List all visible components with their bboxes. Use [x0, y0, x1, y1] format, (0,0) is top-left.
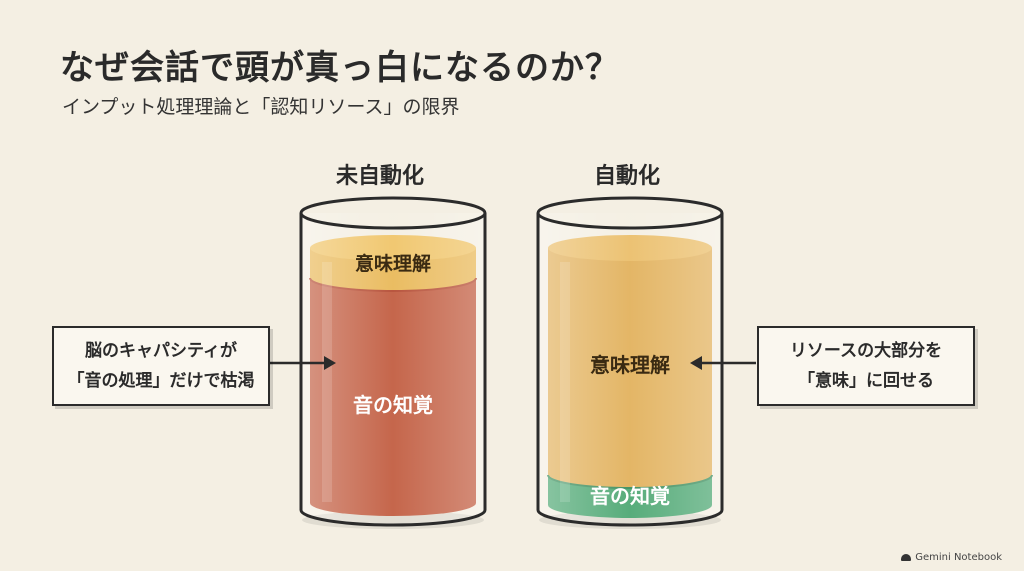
left-glass-rim: [299, 196, 487, 230]
right-top-layer-label: 意味理解: [590, 353, 670, 377]
right-bottom-layer-label: 音の知覚: [590, 484, 670, 508]
right-cylinder: [536, 196, 724, 529]
left-top-layer-label: 意味理解: [355, 252, 431, 275]
right-callout-line1: リソースの大部分を: [789, 341, 943, 361]
left-callout-line1: 脳のキャパシティが: [85, 341, 237, 361]
left-callout-line2: 「音の処理」だけで枯渇: [67, 371, 255, 391]
notebook-badge-text: Gemini Notebook: [915, 552, 1002, 563]
right-glass-rim: [536, 196, 724, 230]
page-subtitle: インプット処理理論と「認知リソース」の限界: [62, 96, 460, 118]
right-callout: リソースの大部分を 「意味」に回せる: [757, 326, 975, 406]
right-cylinder-label: 自動化: [594, 164, 661, 189]
page-title: なぜ会話で頭が真っ白になるのか？: [60, 48, 620, 88]
right-glass-body: [536, 213, 724, 527]
left-callout: 脳のキャパシティが 「音の処理」だけで枯渇: [52, 326, 270, 406]
left-cylinder: [299, 196, 487, 529]
left-glass-body: [299, 213, 487, 527]
right-callout-line2: 「意味」に回せる: [798, 371, 934, 391]
right-arrow: [690, 356, 756, 370]
notebook-badge: Gemini Notebook: [901, 552, 1002, 563]
left-arrow: [268, 356, 336, 370]
left-cylinder-label: 未自動化: [336, 164, 425, 189]
left-bottom-layer-label: 音の知覚: [353, 393, 433, 417]
notebook-logo-icon: [901, 554, 912, 561]
